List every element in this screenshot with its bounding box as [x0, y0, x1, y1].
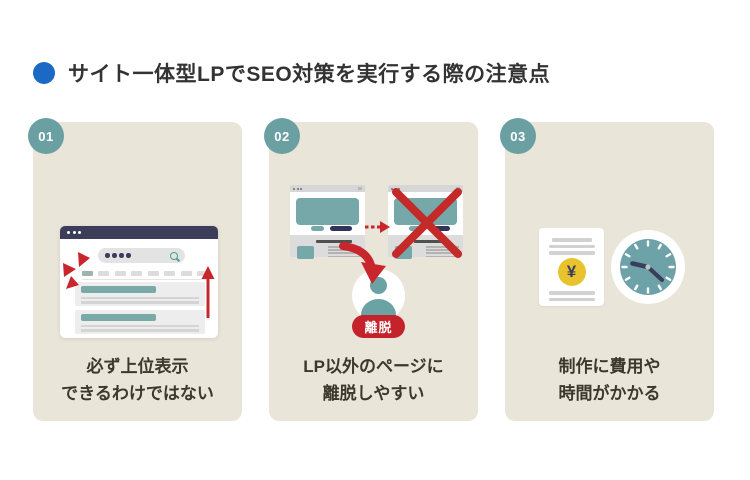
search-dot-icon — [105, 253, 110, 258]
search-result-item — [75, 282, 205, 306]
tab-item — [147, 271, 159, 276]
search-dot-icon — [126, 253, 131, 258]
hero-block — [296, 198, 359, 225]
bullet-icon — [33, 62, 55, 84]
card-caption: 制作に費用や 時間がかかる — [558, 356, 661, 403]
titlebar-dot-icon — [391, 187, 393, 190]
tab-item — [196, 271, 208, 276]
titlebar-dot-icon — [296, 187, 299, 190]
titlebar-dot-icon — [398, 187, 400, 190]
tab-item — [98, 271, 110, 276]
result-text-line — [81, 301, 199, 304]
titlebar-button-icon — [358, 186, 362, 191]
card-03: 03 ¥ — [500, 118, 714, 421]
search-dot-icon — [119, 253, 124, 258]
lp-window-icon — [290, 185, 365, 259]
footer-heading-line — [414, 240, 450, 243]
visitor-head — [370, 277, 387, 294]
document-text-line — [548, 244, 595, 248]
card-02: 02 — [264, 118, 478, 421]
tab-item — [180, 271, 192, 276]
browser-titlebar — [60, 226, 218, 239]
yen-symbol: ¥ — [566, 262, 577, 281]
tab-item — [82, 271, 93, 276]
footer-thumbnail — [297, 245, 314, 259]
footer-text-lines — [328, 246, 361, 259]
footer-text-lines — [426, 246, 459, 259]
window-titlebar — [290, 185, 365, 192]
titlebar-dot-icon — [72, 231, 76, 234]
dashed-arrow-icon — [365, 221, 390, 233]
tab-item — [114, 271, 126, 276]
yen-coin-icon: ¥ — [557, 258, 586, 286]
magnifier-icon — [170, 251, 178, 260]
price-document-icon: ¥ — [539, 228, 604, 306]
tab-item — [164, 271, 176, 276]
search-bar — [98, 248, 185, 263]
tab-strip — [82, 271, 208, 280]
document-text-line — [548, 297, 595, 301]
footer-heading-line — [316, 240, 352, 243]
clock-icon — [611, 230, 685, 304]
cards-row: 01 — [28, 118, 714, 421]
tab-item — [131, 271, 143, 276]
button-pill-teal — [311, 225, 324, 231]
card-number-badge: 01 — [28, 118, 64, 154]
result-title-bar — [81, 286, 156, 293]
titlebar-dot-icon — [78, 231, 81, 234]
button-pill-teal — [409, 225, 422, 231]
search-result-item — [75, 310, 205, 334]
browser-body — [60, 239, 218, 338]
page-title: サイト一体型LPでSEO対策を実行する際の注意点 — [68, 63, 551, 86]
result-title-bar — [81, 314, 156, 321]
footer-thumbnail — [395, 245, 412, 259]
result-text-line — [81, 329, 199, 332]
document-text-line — [548, 251, 595, 255]
exit-badge: 離脱 — [352, 315, 405, 338]
window-footer — [388, 235, 463, 259]
section-header: サイト一体型LPでSEO対策を実行する際の注意点 — [33, 58, 550, 88]
titlebar-dot-icon — [300, 187, 302, 190]
titlebar-dot-icon — [293, 187, 295, 190]
titlebar-button-icon — [456, 186, 460, 191]
window-body — [388, 192, 463, 235]
result-text-line — [81, 296, 199, 299]
titlebar-dot-icon — [67, 231, 70, 234]
blocked-window-icon — [388, 185, 463, 259]
window-titlebar — [388, 185, 463, 192]
card-number-badge: 03 — [500, 118, 536, 154]
document-text-line — [548, 291, 595, 295]
browser-window-icon — [60, 226, 218, 338]
clock-hands — [630, 261, 665, 283]
hero-block — [394, 198, 457, 225]
window-footer — [290, 235, 365, 259]
card-number-badge: 02 — [264, 118, 300, 154]
card-01: 01 — [28, 118, 242, 421]
card-caption: 必ず上位表示 できるわけではない — [61, 356, 214, 403]
button-pill-navy — [330, 225, 352, 231]
window-body — [290, 192, 365, 235]
card-caption: LP以外のページに 離脱しやすい — [303, 356, 444, 403]
titlebar-dot-icon — [394, 187, 397, 190]
button-pill-navy — [428, 225, 450, 231]
document-text-line — [551, 238, 592, 242]
search-dot-icon — [112, 253, 117, 258]
result-text-line — [81, 324, 199, 327]
